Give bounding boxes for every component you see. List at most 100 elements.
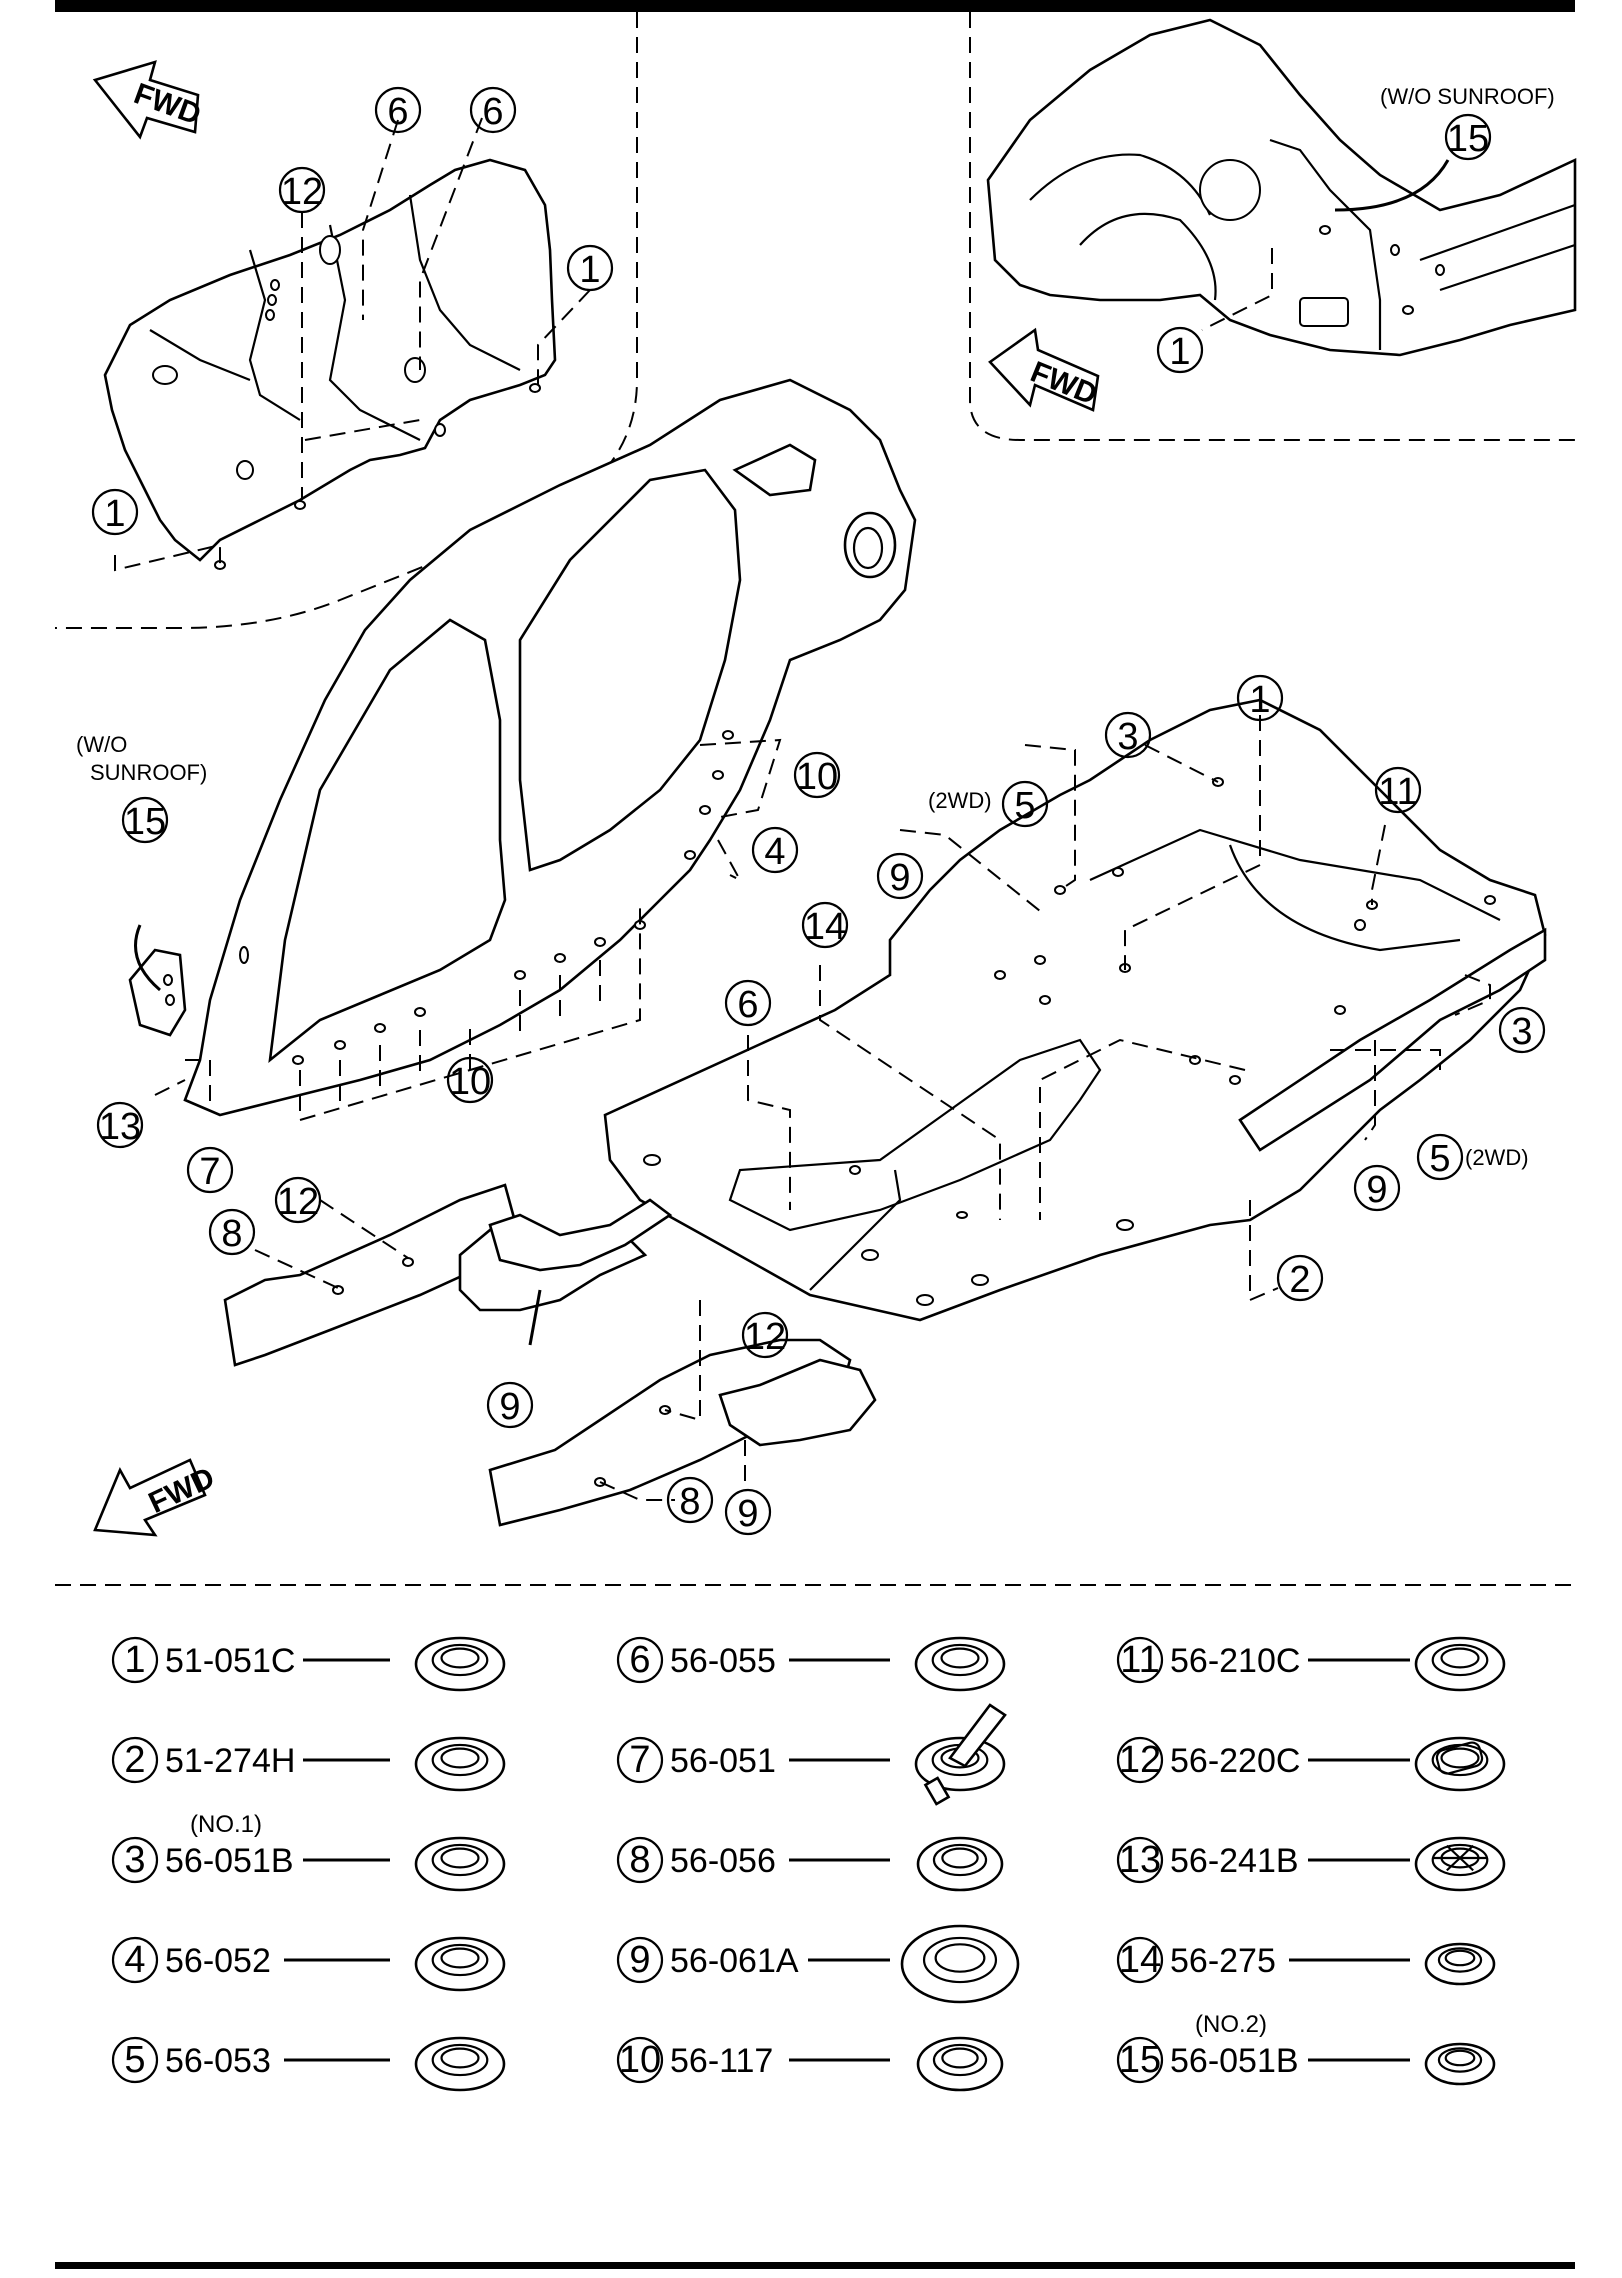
grommet-icon — [914, 1703, 1007, 1806]
fwd-arrow-top-right: FWD — [988, 327, 1102, 412]
svg-text:1: 1 — [1249, 679, 1270, 721]
legend-part-number: 56-210C — [1170, 1642, 1300, 1680]
callout-9: 9 — [724, 1488, 772, 1536]
legend-number-circle — [111, 1936, 159, 1984]
callout-11: 11 — [1374, 766, 1422, 814]
grommet-icon — [1414, 1836, 1506, 1892]
sill-holes — [292, 730, 734, 1065]
legend-number-circle — [616, 1736, 664, 1784]
callout-7: 7 — [186, 1146, 234, 1194]
legend-part-number: 56-051B — [1170, 2042, 1299, 2080]
svg-text:1: 1 — [579, 249, 600, 291]
svg-text:5: 5 — [1014, 785, 1035, 827]
svg-text:8: 8 — [679, 1481, 700, 1523]
callout-12: 12 — [278, 166, 326, 214]
grommet-icon — [414, 1836, 506, 1892]
callout-15: 15 — [121, 796, 169, 844]
legend-part-number: 56-055 — [670, 1642, 776, 1680]
callout-6: 6 — [724, 979, 772, 1027]
legend-part-number: 56-241B — [1170, 1842, 1299, 1880]
legend-number: 14 — [1119, 1939, 1161, 1981]
legend-number-circle — [616, 1836, 664, 1884]
legend-number: 3 — [124, 1839, 145, 1881]
legend-part-number: 51-274H — [165, 1742, 295, 1780]
legend-number-circle — [111, 1836, 159, 1884]
legend-number: 9 — [629, 1939, 650, 1981]
legend-number-circle — [1116, 1736, 1164, 1784]
legend-part-number: 56-051B — [165, 1842, 294, 1880]
svg-text:5: 5 — [1429, 1138, 1450, 1180]
note-wo-sunroof-right: (W/O SUNROOF) — [1380, 84, 1555, 109]
svg-text:6: 6 — [737, 984, 758, 1026]
svg-text:3: 3 — [1511, 1011, 1532, 1053]
legend-number: 7 — [629, 1739, 650, 1781]
callout-13: 13 — [96, 1101, 144, 1149]
svg-text:12: 12 — [277, 1181, 319, 1223]
callout-15: 15 — [1444, 113, 1492, 161]
legend-number-circle — [1116, 1636, 1164, 1684]
svg-text:15: 15 — [124, 801, 166, 843]
note-wo-sunroof-left-1: (W/O — [76, 732, 127, 757]
legend-part-number: 56-061A — [670, 1942, 799, 1980]
legend-number-circle — [111, 1636, 159, 1684]
callout-8: 8 — [666, 1476, 714, 1524]
svg-text:9: 9 — [737, 1493, 758, 1535]
callout-12: 12 — [741, 1311, 789, 1359]
svg-text:9: 9 — [499, 1386, 520, 1428]
grommet-icon — [1424, 2042, 1496, 2086]
svg-text:2: 2 — [1289, 1259, 1310, 1301]
legend-number: 5 — [124, 2039, 145, 2081]
grommet-icon — [1414, 1736, 1506, 1792]
grommet-icon — [916, 2036, 1004, 2092]
floor-leaders — [747, 715, 1491, 1302]
callout-10: 10 — [446, 1056, 494, 1104]
diagram-callouts: 6 6 12 1 1 15 1 15 10 4 10 13 7 1 3 11 5… — [91, 86, 1546, 1536]
grommet-icon — [414, 1936, 506, 1992]
grommet-icon — [914, 1636, 1006, 1692]
svg-text:1: 1 — [1169, 331, 1190, 373]
inset-right-boundary — [969, 12, 1575, 441]
svg-text:11: 11 — [1378, 771, 1417, 813]
legend-number-circle — [616, 1636, 664, 1684]
svg-text:13: 13 — [99, 1106, 141, 1148]
legend-note: (NO.2) — [1195, 2011, 1267, 2038]
grommet-icon — [916, 1836, 1004, 1892]
legend-item-9: 9 56-061A — [616, 1924, 1020, 2004]
legend-number: 1 — [124, 1639, 145, 1681]
legend-number-circle — [1116, 1936, 1164, 1984]
svg-text:14: 14 — [804, 906, 846, 948]
svg-text:9: 9 — [1366, 1169, 1387, 1211]
legend-number-circle — [616, 1936, 664, 1984]
svg-text:12: 12 — [281, 171, 323, 213]
top-rule — [55, 0, 1575, 12]
legend-number-circle — [111, 1736, 159, 1784]
svg-text:10: 10 — [449, 1061, 491, 1103]
grommet-icon — [414, 1736, 506, 1792]
fwd-arrow-bottom-left: FWD — [93, 1458, 220, 1537]
svg-text:6: 6 — [482, 91, 503, 133]
note-wo-sunroof-left-2: SUNROOF) — [90, 760, 207, 785]
inset-left-boundary — [55, 12, 638, 629]
inset-left-leaders — [114, 117, 591, 572]
callout-5: 5 — [1001, 780, 1049, 828]
legend-number-circle — [616, 2036, 664, 2084]
callout-6: 6 — [374, 86, 422, 134]
grommet-icon — [900, 1924, 1020, 2004]
inset-left-panel — [103, 158, 557, 570]
legend-number: 10 — [619, 2039, 661, 2081]
legend-number-circle — [111, 2036, 159, 2084]
legend-note: (NO.1) — [190, 1811, 262, 1838]
callout-3: 3 — [1104, 711, 1152, 759]
